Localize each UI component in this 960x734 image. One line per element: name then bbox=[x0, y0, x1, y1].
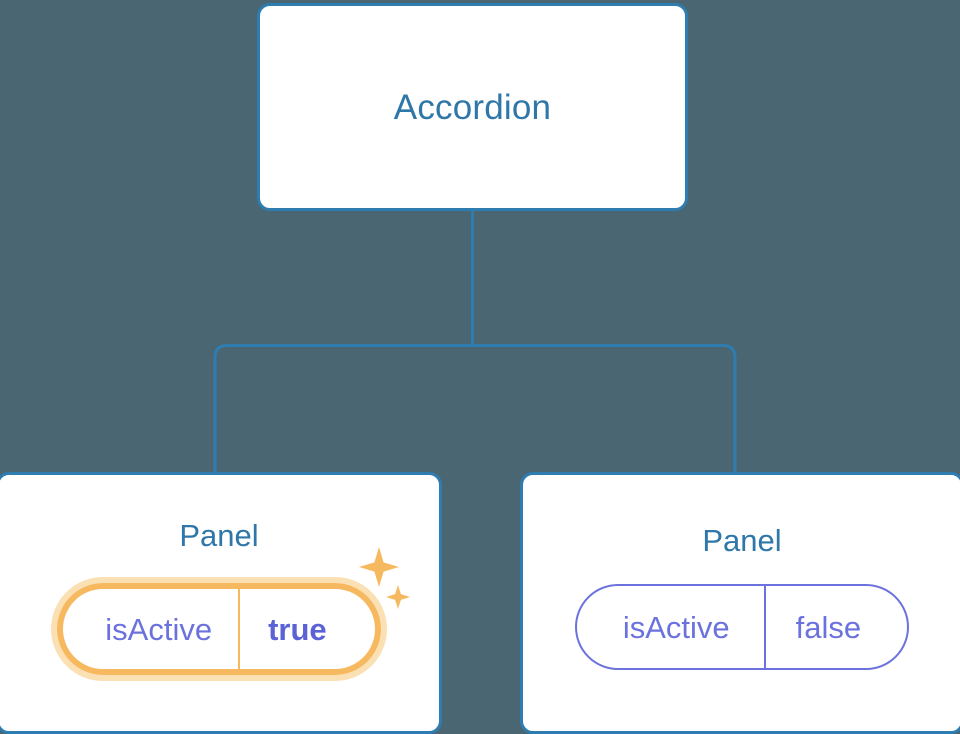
node-panel-active-title: Panel bbox=[179, 518, 259, 553]
prop-pill-active[interactable]: isActive true bbox=[51, 577, 387, 681]
node-panel-active[interactable]: Panel isActive true bbox=[0, 472, 442, 734]
node-accordion[interactable]: Accordion bbox=[257, 3, 688, 211]
prop-key-isactive-active: isActive bbox=[63, 589, 241, 669]
node-panel-inactive[interactable]: Panel isActive false bbox=[520, 472, 960, 734]
prop-key-isactive-inactive: isActive bbox=[577, 586, 766, 668]
prop-value-isactive-inactive: false bbox=[795, 609, 862, 645]
prop-pill-active-inner: isActive true bbox=[57, 583, 381, 675]
prop-value-isactive-active: true bbox=[268, 611, 327, 647]
prop-pill-inactive[interactable]: isActive false bbox=[574, 584, 910, 670]
sparkle-large-icon bbox=[358, 547, 399, 587]
connector-branch-right bbox=[472, 344, 737, 474]
node-accordion-title: Accordion bbox=[393, 87, 552, 127]
prop-pill-active-wrapper: isActive true bbox=[51, 547, 410, 681]
node-panel-inactive-title: Panel bbox=[702, 523, 782, 558]
connector-branch-left bbox=[213, 344, 473, 474]
prop-pill-inactive-wrapper: isActive false bbox=[574, 584, 910, 670]
sparkle-small-icon bbox=[385, 585, 410, 609]
